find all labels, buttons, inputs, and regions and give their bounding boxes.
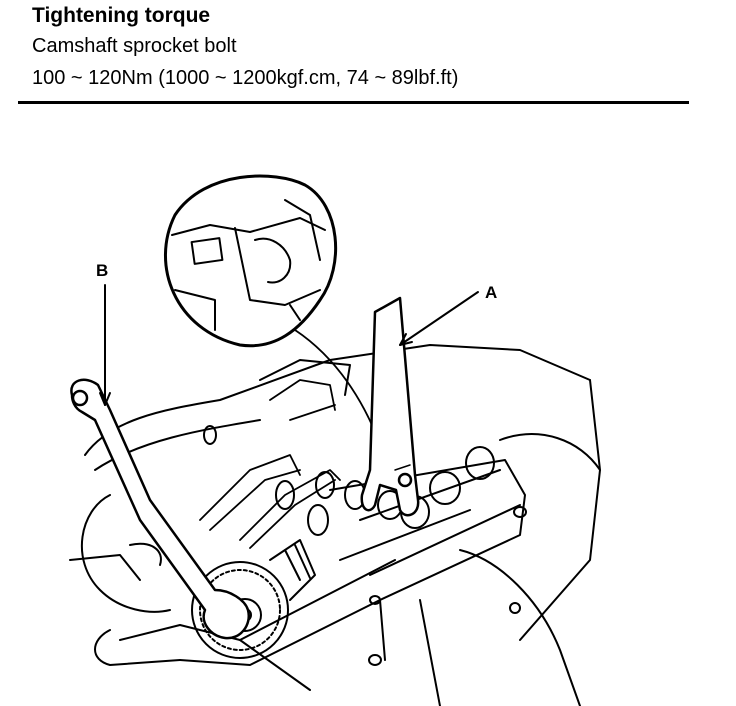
wrench-b bbox=[70, 378, 251, 640]
torque-spec-header: Tightening torque Camshaft sprocket bolt… bbox=[32, 2, 458, 94]
label-b-arrow bbox=[99, 284, 111, 406]
camshaft-sprocket bbox=[191, 539, 316, 659]
wrench-a bbox=[360, 296, 420, 517]
engine-illustration: A B bbox=[69, 174, 601, 706]
fuel-lines bbox=[199, 379, 341, 549]
label-a: A bbox=[485, 283, 497, 302]
component-name: Camshaft sprocket bolt bbox=[32, 35, 237, 57]
detail-inset bbox=[164, 174, 338, 348]
torque-value: 100 ~ 120Nm (1000 ~ 1200kgf.cm, 74 ~ 89l… bbox=[32, 67, 459, 89]
section-title: Tightening torque bbox=[32, 4, 211, 27]
label-b: B bbox=[96, 261, 108, 280]
header-divider bbox=[18, 101, 689, 104]
label-a-arrow bbox=[399, 291, 479, 346]
